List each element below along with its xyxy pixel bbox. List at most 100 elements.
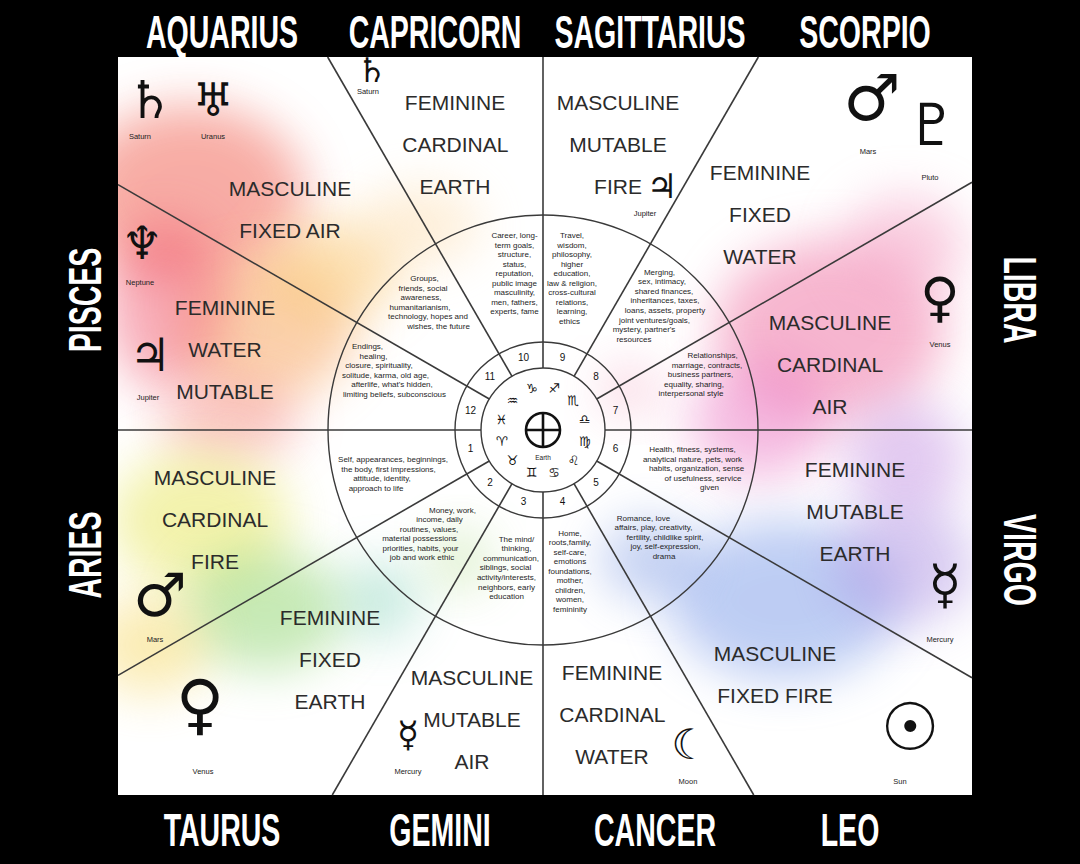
wrap-band [624,381,634,384]
wrap-band [362,270,404,273]
wrap-band [547,637,596,640]
wrap-band [592,252,650,255]
wrap-band [362,587,418,590]
planet-symbol: ♀ [920,271,960,325]
wrap-band [592,539,618,542]
wrap-band [578,625,646,628]
wrap-band [362,324,390,327]
wrap-band [592,578,640,581]
wrap-band [624,487,672,490]
wrap-band [624,478,657,481]
wrap-band [401,494,462,497]
wrap-band [428,249,494,252]
wrap-band [440,619,482,622]
wrap-band [440,255,454,258]
wrap-band [488,342,494,345]
wrap-band [711,545,724,548]
wrap-band [362,273,401,276]
wrap-band [592,291,627,294]
wrap-band [332,348,348,351]
wrap-band [624,436,634,439]
house-number: 7 [613,406,619,416]
wrap-band [732,511,754,514]
wrap-band [440,297,478,300]
wrap-band [740,493,754,496]
wrap-band [668,587,724,590]
wrap-band [592,608,658,611]
wrap-band [440,631,490,634]
wrap-band [484,512,494,515]
wrap-band [332,506,352,509]
wrap-band [362,500,428,503]
wrap-band [624,384,629,387]
wrap-band [440,258,494,261]
wrap-band [440,595,452,598]
wrap-band [485,336,494,339]
wrap-band [673,509,724,512]
wrap-band [684,515,724,518]
wrap-band [483,333,494,336]
wrap-band [389,345,462,348]
wrap-band [624,505,704,508]
wrap-band [332,354,346,357]
sector-divider [542,492,544,795]
wrap-band [596,634,646,637]
wrap-band [452,440,462,443]
wrap-band [682,270,724,273]
wrap-band [624,463,631,466]
wrap-band [630,258,646,261]
wrap-band [717,309,724,312]
wrap-band [362,596,431,599]
wrap-band [362,300,376,303]
wrap-band [592,500,602,503]
planet-symbol: ♃ [129,332,170,378]
wrap-band [592,512,602,515]
wrap-band [695,563,724,566]
wrap-band [624,393,632,396]
wrap-band [475,527,494,530]
wrap-band [749,381,754,384]
wrap-band [753,442,754,445]
wrap-band [426,366,462,369]
wrap-band [592,258,646,261]
wrap-band [592,581,642,584]
wrap-band [691,327,724,330]
wrap-band [624,577,646,580]
wrap-band [739,351,754,354]
wrap-band [440,219,523,222]
wrap-band [481,497,494,500]
wrap-band [332,485,343,488]
wrap-band [362,548,378,551]
wrap-band [435,596,494,599]
wrap-band [592,605,658,608]
wrap-band [658,608,724,611]
wrap-band [428,602,494,605]
planet-symbol: ♅ [192,77,233,123]
wrap-band [529,520,540,523]
wrap-band [624,408,634,411]
wrap-band [717,536,724,539]
wrap-band [440,231,470,234]
wrap-band [332,333,355,336]
wrap-band [592,351,607,354]
house-meanings: Money, work, income, daily routines, val… [362,479,494,563]
wrap-band [592,339,600,342]
wrap-band [663,503,724,506]
wrap-band [592,327,606,330]
wrap-band [397,417,462,420]
house-meanings: Career, long-term goals, structure, stat… [440,219,540,317]
wrap-band [592,593,649,596]
wrap-band [624,399,633,402]
wrap-band [592,285,631,288]
wrap-band [547,327,562,330]
wrap-band [362,252,428,255]
wheel-ring [481,368,605,492]
wrap-band [440,333,499,336]
wrap-band [624,448,633,451]
wrap-band [679,512,724,515]
wrap-band [447,270,494,273]
house-meanings: Health, fitness, systems, analytical nat… [624,433,754,493]
wrap-band [440,246,449,249]
wrap-band [467,306,494,309]
wrap-band [362,303,374,306]
